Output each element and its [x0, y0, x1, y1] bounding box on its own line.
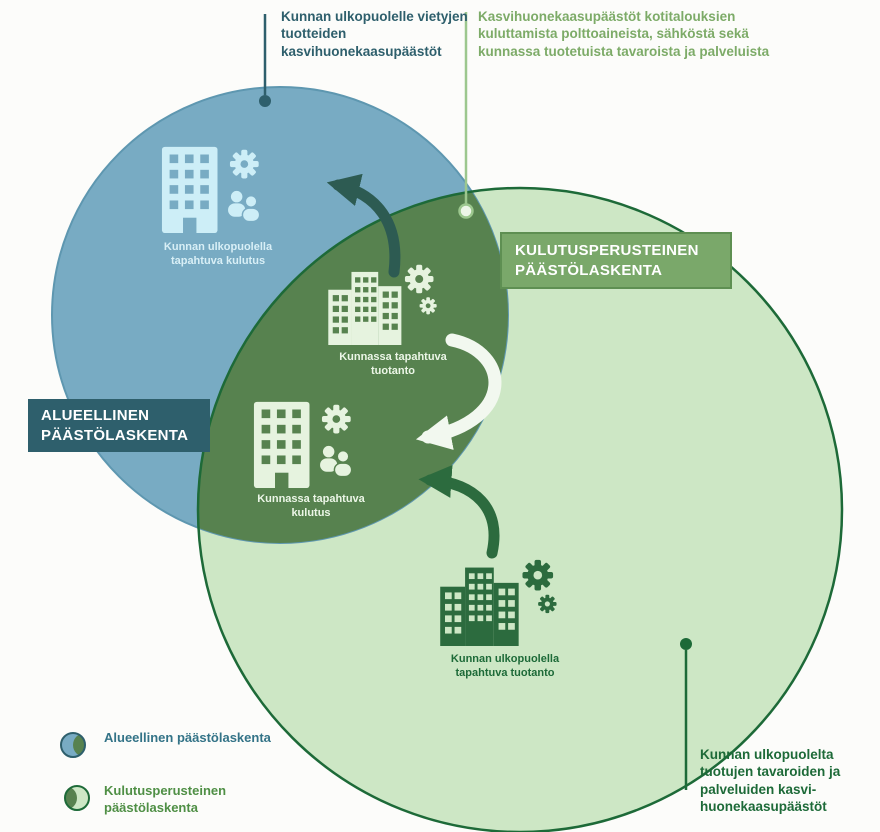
arrow-import-to-consumption — [418, 465, 500, 559]
legend-regional-venn-icon — [60, 732, 86, 758]
gear-small-icon — [538, 594, 557, 614]
regional-accounting-label-box: ALUEELLINEN PÄÄSTÖLASKENTA — [28, 399, 210, 452]
node-label-outside-production: Kunnan ulkopuolella tapahtuva tuotanto — [450, 653, 560, 680]
gear-small-icon — [419, 297, 437, 315]
legend-label-consumption: Kulutusperusteinen päästölaskenta — [104, 783, 227, 815]
node-label-outside-consumption: Kunnan ulkopuolella tapahtuva kulutus — [163, 241, 273, 268]
annotation-exported-products: Kunnan ulkopuolelle vietyjen tuotteiden … — [281, 9, 468, 59]
arrow-production-to-export — [326, 173, 401, 278]
annotation-imported-goods: Kunnan ulkopuolelta tuotujen tavaroiden … — [700, 747, 841, 814]
annotation-household-consumption: Kasvihuonekaasupäästöt kotitalouksien ku… — [478, 9, 770, 59]
people-icon — [228, 190, 261, 223]
outside-consumption-building-icon — [160, 143, 275, 239]
gear-icon — [522, 559, 554, 591]
outside-production-factory-icon — [440, 558, 560, 651]
callout-dot-top-left — [259, 95, 271, 107]
people-icon — [320, 445, 353, 478]
gear-icon — [229, 149, 259, 179]
legend-label-regional: Alueellinen päästölaskenta — [104, 730, 271, 745]
local-consumption-building-icon — [252, 398, 367, 494]
node-label-local-production: Kunnassa tapahtuva tuotanto — [339, 351, 447, 378]
callout-dot-top-right — [458, 203, 474, 219]
legend-consumption-venn-icon — [64, 785, 90, 811]
gear-icon — [321, 404, 351, 434]
legend-item-consumption: Kulutusperusteinen päästölaskenta — [58, 781, 274, 817]
arrow-production-to-consumption — [415, 333, 502, 450]
node-label-local-consumption: Kunnassa tapahtuva kulutus — [257, 493, 365, 520]
gear-icon — [404, 264, 434, 294]
callout-dot-bottom-right — [680, 638, 692, 650]
local-production-factory-icon — [328, 263, 440, 350]
consumption-accounting-label-box: KULUTUSPERUSTEINEN PÄÄSTÖLASKENTA — [500, 232, 732, 289]
legend-item-regional: Alueellinen päästölaskenta — [58, 728, 274, 762]
green-circle-border — [196, 186, 844, 832]
